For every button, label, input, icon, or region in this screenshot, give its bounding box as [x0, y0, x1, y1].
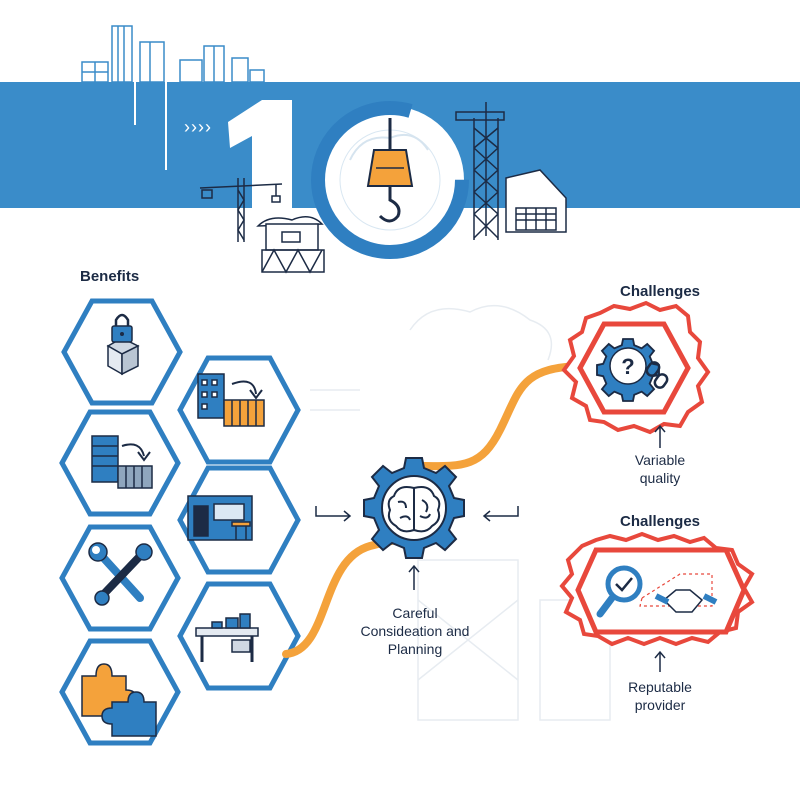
- puzzle-icon: [81, 663, 157, 737]
- band-chevrons: ››››: [184, 117, 212, 137]
- gear-arrows: [315, 506, 519, 590]
- lock-box-icon: [106, 313, 140, 376]
- brain-gear-icon: [387, 486, 441, 533]
- crane-illustration: [199, 178, 283, 242]
- modular-office-icon: [187, 495, 253, 541]
- challenge-badge-2: [559, 531, 755, 647]
- challenges-title-2: Challenges: [619, 513, 701, 530]
- challenge-label-2-line-2: provider: [634, 697, 686, 713]
- wrench-screwdriver-icon: [88, 542, 153, 606]
- challenge-label-1: Variable quality: [600, 451, 720, 487]
- skyline-illustration: [81, 25, 265, 83]
- background-sketch: [310, 304, 611, 721]
- challenge-label-1-line-2: quality: [639, 470, 681, 486]
- modular-unit-illustration: [256, 216, 325, 274]
- warehouse-illustration: [505, 169, 567, 233]
- challenge-label-2: Reputable provider: [600, 678, 720, 714]
- question-gear-icon: ?: [596, 338, 669, 402]
- center-label-line-1: Careful: [392, 605, 438, 621]
- challenge-arrow-2: [654, 650, 666, 672]
- svg-text:?: ?: [621, 354, 634, 379]
- benefits-title: Benefits: [80, 268, 140, 285]
- challenge-arrow-1: [654, 424, 666, 448]
- challenge-label-1-line-1: Variable: [634, 452, 686, 468]
- office-to-container-icon: [91, 435, 153, 489]
- tower-illustration: [455, 102, 505, 240]
- challenges-title-1: Challenges: [619, 283, 701, 300]
- center-label: Careful Consideation and Planning: [340, 604, 490, 658]
- desk-icon: [195, 613, 259, 662]
- center-label-line-3: Planning: [387, 641, 443, 657]
- band-poles: [134, 82, 167, 170]
- challenge-label-2-line-1: Reputable: [628, 679, 692, 695]
- center-label-line-2: Consideation and: [360, 623, 470, 639]
- check-handshake-icon: [596, 565, 718, 618]
- benefit-hex-3: [59, 409, 181, 517]
- big-number-graphic: [228, 100, 469, 259]
- building-to-modules-icon: [197, 373, 265, 427]
